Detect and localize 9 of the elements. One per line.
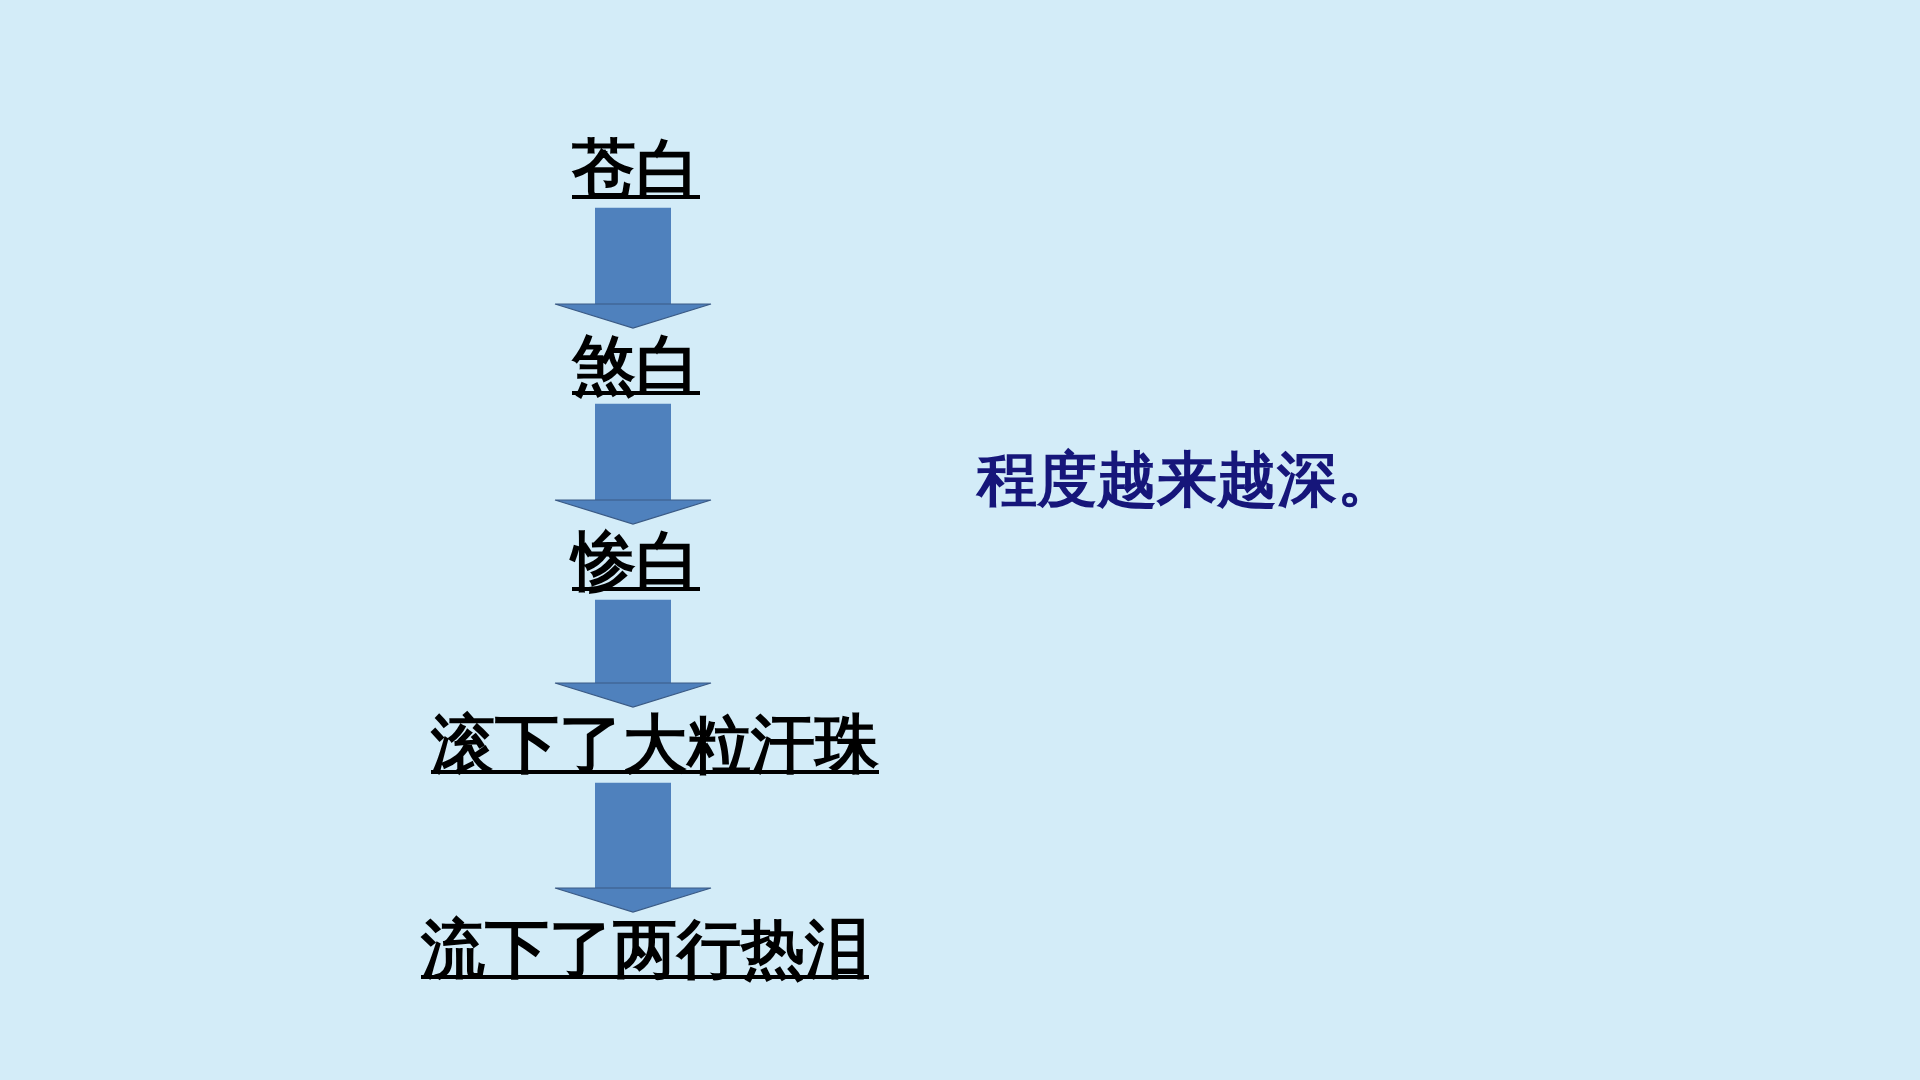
note-text: 程度越来越深。 [977,446,1397,514]
block-arrow [554,599,712,708]
underlined-phrase: 流下了两行热泪 [421,914,869,986]
underlined-phrase: 煞白 [572,330,700,402]
block-arrow [554,782,712,913]
block-arrow [554,207,712,329]
block-arrow [554,403,712,525]
underlined-phrase: 滚下了大粒汗珠 [431,709,879,781]
underlined-phrase: 苍白 [572,134,700,206]
